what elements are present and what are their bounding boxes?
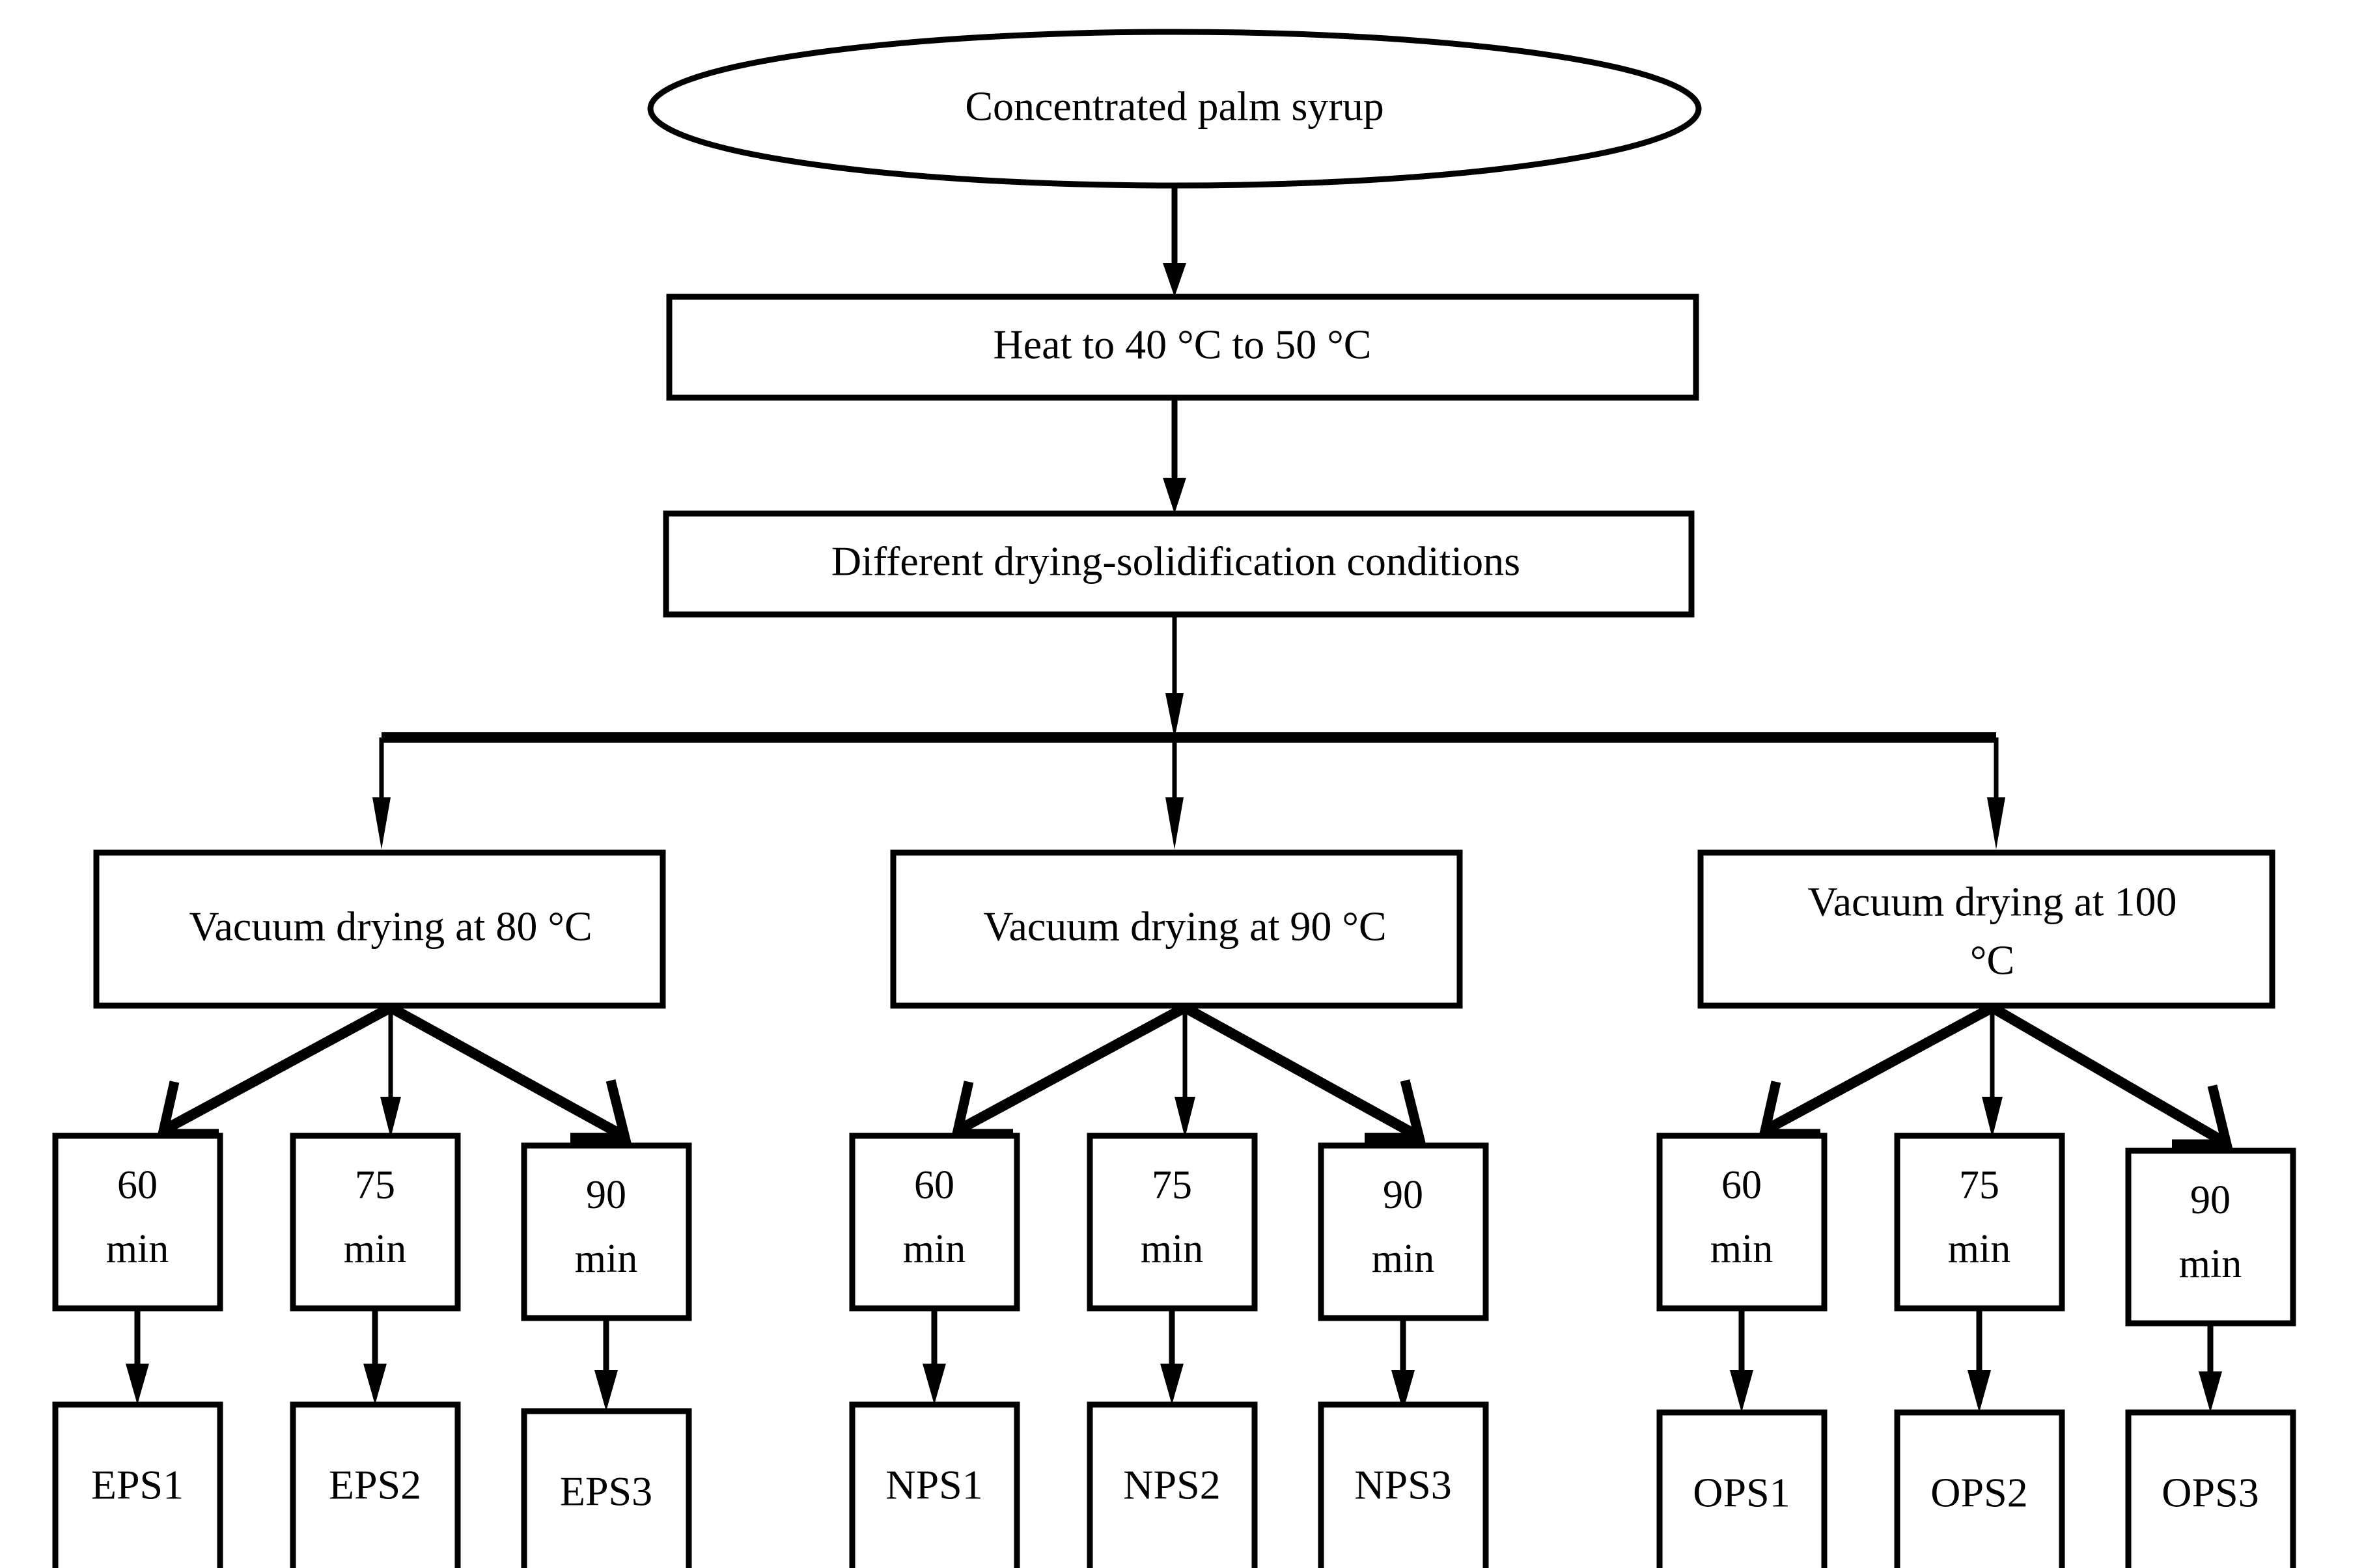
vacuum-drying-80c-label-line1: Vacuum drying at 80 °C bbox=[189, 903, 592, 950]
start-node-label: Concentrated palm syrup bbox=[965, 83, 1384, 130]
node-conditions[interactable]: Different drying-solidification conditio… bbox=[663, 510, 1695, 618]
time-box-90c-90min[interactable]: 90 min bbox=[1318, 1142, 1489, 1321]
node-concentrated-palm-syrup[interactable]: Concentrated palm syrup bbox=[647, 29, 1702, 189]
conditions-box bbox=[663, 510, 1695, 618]
time-unit: min bbox=[1141, 1227, 1203, 1271]
result-box-rect bbox=[1318, 1401, 1489, 1568]
result-box-ops3[interactable]: OPS3 bbox=[2125, 1409, 2296, 1568]
node-vacuum-drying-90c[interactable]: Vacuum drying at 90 °C bbox=[890, 849, 1463, 1009]
time-box-100c-90min[interactable]: 90 min bbox=[2125, 1148, 2296, 1327]
conditions-box-label: Different drying-solidification conditio… bbox=[831, 538, 1520, 585]
time-box-rect bbox=[52, 1133, 223, 1312]
result-box-rect bbox=[521, 1408, 692, 1568]
time-unit: min bbox=[344, 1227, 406, 1271]
result-box-rect bbox=[849, 1401, 1020, 1568]
vacuum-drying-100c-label-line1: Vacuum drying at 100 bbox=[1808, 879, 2177, 925]
result-label: EPS2 bbox=[329, 1462, 421, 1508]
time-value: 90 bbox=[2190, 1178, 2231, 1222]
time-box-80c-90min[interactable]: 90 min bbox=[521, 1142, 692, 1321]
connector-conditions-to-split bbox=[372, 614, 2005, 849]
time-box-rect bbox=[1087, 1133, 1258, 1312]
time-value: 60 bbox=[914, 1163, 954, 1207]
connector-heat-to-conditions bbox=[1163, 398, 1186, 514]
time-box-90c-75min[interactable]: 75 min bbox=[1087, 1133, 1258, 1312]
time-box-rect bbox=[2125, 1148, 2296, 1327]
result-box-rect bbox=[52, 1401, 223, 1568]
time-unit: min bbox=[903, 1227, 966, 1271]
vacuum-drying-90c-box bbox=[890, 849, 1463, 1009]
time-unit: min bbox=[1710, 1227, 1773, 1271]
time-box-80c-60min[interactable]: 60 min bbox=[52, 1133, 223, 1312]
time-box-90c-60min[interactable]: 60 min bbox=[849, 1133, 1020, 1312]
result-box-eps1[interactable]: EPS1 bbox=[52, 1401, 223, 1568]
result-box-nps3[interactable]: NPS3 bbox=[1318, 1401, 1489, 1568]
time-box-rect bbox=[1656, 1133, 1828, 1312]
result-box-ops2[interactable]: OPS2 bbox=[1894, 1409, 2065, 1568]
branch-group-100c: Vacuum drying at 100 °C 60 min 75 min 90… bbox=[1656, 849, 2296, 1568]
result-label: NPS3 bbox=[1354, 1462, 1451, 1508]
vacuum-drying-100c-box bbox=[1697, 849, 2275, 1009]
branch-group-90c: Vacuum drying at 90 °C 60 min 75 min 90 … bbox=[849, 849, 1489, 1568]
node-heat[interactable]: Heat to 40 °C to 50 °C bbox=[666, 294, 1699, 401]
heat-box-label: Heat to 40 °C to 50 °C bbox=[994, 322, 1372, 368]
result-box-ops1[interactable]: OPS1 bbox=[1656, 1409, 1828, 1568]
time-box-rect bbox=[1894, 1133, 2065, 1312]
node-vacuum-drying-100c[interactable]: Vacuum drying at 100 °C bbox=[1697, 849, 2275, 1009]
connector-start-to-heat bbox=[1163, 186, 1186, 297]
vacuum-drying-80c-box bbox=[93, 849, 666, 1009]
fanout-arrows-100c bbox=[1758, 1002, 2233, 1149]
time-box-rect bbox=[1318, 1142, 1489, 1321]
result-box-rect bbox=[1087, 1401, 1258, 1568]
time-value: 60 bbox=[1721, 1163, 1762, 1207]
time-value: 75 bbox=[1959, 1163, 1999, 1207]
time-box-100c-60min[interactable]: 60 min bbox=[1656, 1133, 1828, 1312]
result-label: NPS2 bbox=[1123, 1462, 1220, 1508]
result-box-eps3[interactable]: EPS3 bbox=[521, 1408, 692, 1568]
result-label: OPS3 bbox=[2162, 1470, 2259, 1516]
result-box-rect bbox=[290, 1401, 461, 1568]
time-value: 90 bbox=[1383, 1173, 1423, 1217]
result-box-rect bbox=[1656, 1409, 1828, 1568]
connectors-80c-results bbox=[126, 1308, 618, 1411]
node-vacuum-drying-80c[interactable]: Vacuum drying at 80 °C bbox=[93, 849, 666, 1009]
result-label: OPS2 bbox=[1930, 1470, 2027, 1516]
time-value: 75 bbox=[1152, 1163, 1192, 1207]
time-value: 60 bbox=[117, 1163, 158, 1207]
time-box-rect bbox=[849, 1133, 1020, 1312]
time-unit: min bbox=[106, 1227, 169, 1271]
time-box-80c-75min[interactable]: 75 min bbox=[290, 1133, 461, 1312]
time-value: 75 bbox=[355, 1163, 395, 1207]
connectors-90c-results bbox=[923, 1308, 1415, 1411]
time-unit: min bbox=[2179, 1242, 2242, 1286]
fanout-arrows-90c bbox=[951, 1002, 1426, 1143]
result-box-nps2[interactable]: NPS2 bbox=[1087, 1401, 1258, 1568]
vacuum-drying-90c-label-line1: Vacuum drying at 90 °C bbox=[983, 903, 1386, 950]
vacuum-drying-100c-label-line2: °C bbox=[1970, 937, 2014, 983]
result-box-eps2[interactable]: EPS2 bbox=[290, 1401, 461, 1568]
result-label: NPS1 bbox=[885, 1462, 982, 1508]
fanout-arrows-80c bbox=[156, 1002, 632, 1143]
result-label: OPS1 bbox=[1693, 1470, 1790, 1516]
time-box-100c-75min[interactable]: 75 min bbox=[1894, 1133, 2065, 1312]
branch-group-80c: Vacuum drying at 80 °C 60 min 75 min bbox=[52, 849, 692, 1568]
result-box-rect bbox=[1894, 1409, 2065, 1568]
result-box-nps1[interactable]: NPS1 bbox=[849, 1401, 1020, 1568]
time-unit: min bbox=[575, 1237, 637, 1281]
time-box-rect bbox=[290, 1133, 461, 1312]
result-box-rect bbox=[2125, 1409, 2296, 1568]
heat-box bbox=[666, 294, 1699, 401]
time-unit: min bbox=[1948, 1227, 2010, 1271]
time-box-rect bbox=[521, 1142, 692, 1321]
connectors-100c-results bbox=[1730, 1308, 2222, 1412]
result-label: EPS3 bbox=[560, 1468, 652, 1515]
time-unit: min bbox=[1372, 1237, 1434, 1281]
result-label: EPS1 bbox=[91, 1462, 184, 1508]
time-value: 90 bbox=[586, 1173, 626, 1217]
